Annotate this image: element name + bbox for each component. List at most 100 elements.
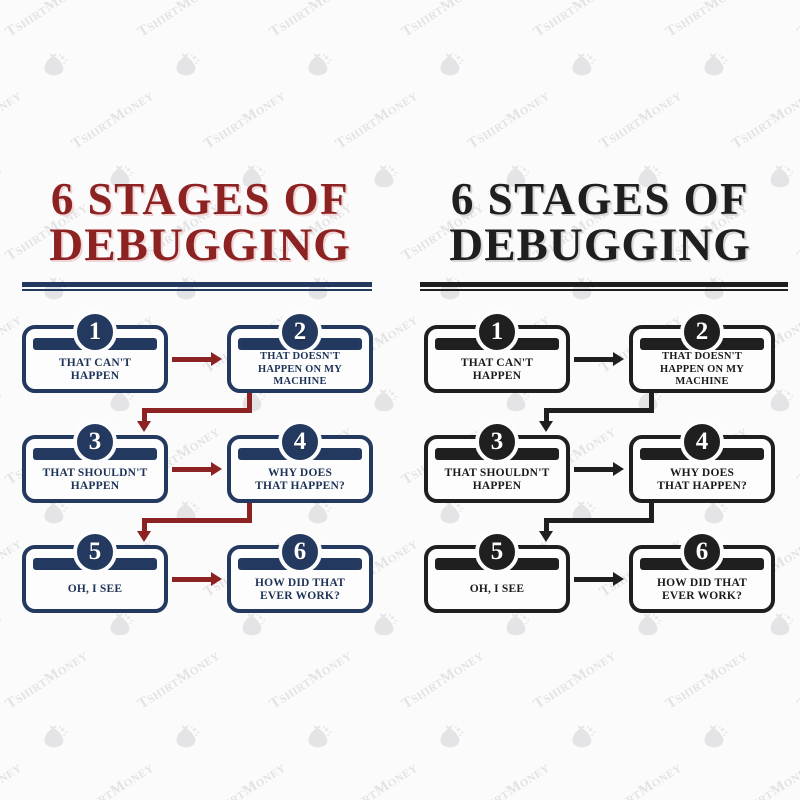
connector-segment [142,408,252,413]
node-label-line: THAT DOESN'T [662,351,742,363]
page-title: 6 STAGES OF DEBUGGING [400,174,800,271]
page-title: 6 STAGES OF DEBUGGING [0,176,400,271]
title-line-1: 6 STAGES OF [450,174,750,224]
node-number: 5 [88,538,102,565]
connector-segment [544,518,654,523]
connector-segment [142,518,252,523]
node-number: 4 [293,428,307,455]
connector-segment [247,503,252,523]
node-label-line: THAT HAPPEN? [657,480,747,492]
node-number-badge: 1 [73,310,117,354]
node-label-line: THAT CAN'T [58,356,132,369]
title-underline [22,282,372,291]
node-label: OH, I SEE [30,575,160,605]
rule-thin [420,289,788,291]
node-label-line: THAT SHOULDN'T [444,466,550,479]
arrowhead-icon [539,531,553,542]
node-label-line: THAT CAN'T [460,356,534,369]
node-label: OH, I SEE [432,575,562,605]
connector-segment [172,357,212,362]
node-label-line: HAPPEN [472,480,522,492]
connector-segment [142,518,147,533]
node-label-line: EVER WORK? [259,590,341,602]
node-label-line: EVER WORK? [661,590,743,602]
arrowhead-icon [137,531,151,542]
node-number-badge: 1 [475,310,519,354]
rule-thin [22,289,372,291]
node-label-line: MACHINE [675,376,729,388]
node-label-line: HAPPEN [70,370,120,382]
node-number: 3 [88,428,102,455]
connector-segment [574,357,614,362]
title-line-2: DEBUGGING [449,219,751,271]
connector-segment [544,408,549,423]
node-number: 2 [695,318,709,345]
flow-node-5: 5 OH, I SEE [424,530,570,613]
node-label-line: WHY DOES [267,466,333,479]
flow-node-5: 5 OH, I SEE [22,530,168,613]
node-number-badge: 6 [278,530,322,574]
connector-segment [172,577,212,582]
node-label-line: THAT SHOULDN'T [42,466,148,479]
node-number-badge: 4 [680,420,724,464]
connector-segment [574,577,614,582]
node-number: 3 [490,428,504,455]
node-number-badge: 2 [278,310,322,354]
node-number: 2 [293,318,307,345]
node-number: 6 [293,538,307,565]
node-number-badge: 3 [73,420,117,464]
rule-thick [22,282,372,287]
connector-segment [544,518,549,533]
connector-segment [574,467,614,472]
arrowhead-icon [613,462,624,476]
node-label-line: OH, I SEE [469,583,525,596]
node-number: 4 [695,428,709,455]
node-label-line: HAPPEN ON MY [659,363,745,375]
node-label-line: THAT HAPPEN? [255,480,345,492]
node-label-line: MACHINE [273,376,327,388]
node-number: 5 [490,538,504,565]
title-underline [420,282,788,291]
node-number-badge: 5 [73,530,117,574]
node-number: 6 [695,538,709,565]
node-label-line: THAT DOESN'T [260,351,340,363]
node-label-line: HOW DID THAT [255,576,345,589]
node-label-line: OH, I SEE [67,583,123,596]
connector-segment [649,503,654,523]
node-number-badge: 5 [475,530,519,574]
arrowhead-icon [539,421,553,432]
node-number-badge: 6 [680,530,724,574]
node-label-line: HAPPEN [70,480,120,492]
node-label-line: WHY DOES [669,466,735,479]
arrowhead-icon [613,352,624,366]
connector-segment [172,467,212,472]
arrowhead-icon [211,352,222,366]
title-line-2: DEBUGGING [49,219,351,271]
arrowhead-icon [137,421,151,432]
arrowhead-icon [211,572,222,586]
node-label-line: HOW DID THAT [657,576,747,589]
